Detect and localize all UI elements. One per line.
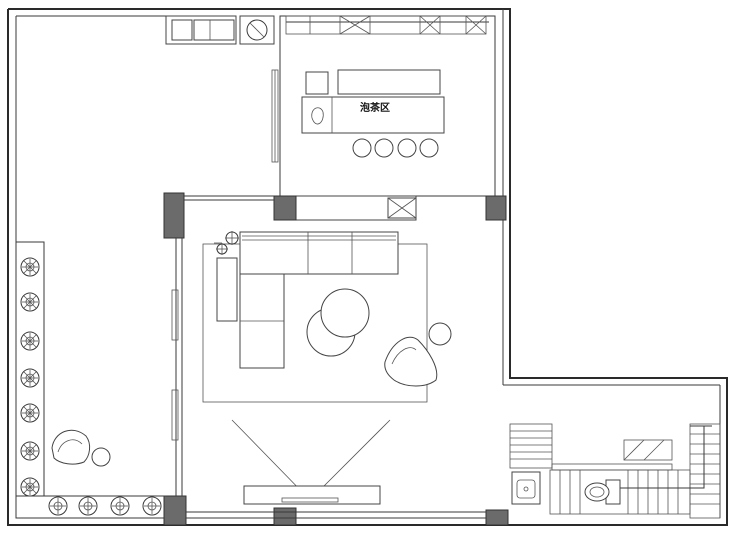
l-shaped-sofa <box>216 231 399 369</box>
potted-plant-icon <box>48 496 68 516</box>
bathroom <box>509 423 721 519</box>
side-table <box>428 322 452 346</box>
potted-plant-icon <box>20 441 40 461</box>
potted-plant-icon <box>20 292 40 312</box>
potted-plant-icon <box>20 368 40 388</box>
tv-cabinet <box>243 485 381 505</box>
potted-plant-icon <box>20 331 40 351</box>
window-strip <box>285 15 487 35</box>
lounge-chair <box>384 336 438 387</box>
structural-columns <box>163 192 509 526</box>
tea-area-label: 泡茶区 <box>360 101 390 114</box>
plants <box>20 257 162 516</box>
sink-icon <box>511 471 541 505</box>
terrace <box>15 241 166 516</box>
potted-plant-icon <box>142 496 162 516</box>
potted-plant-icon <box>78 496 98 516</box>
living-room <box>171 195 486 519</box>
potted-plant-icon <box>20 257 40 277</box>
tea-room: 泡茶区 <box>271 15 496 221</box>
tea-table <box>301 96 445 134</box>
kitchen-counter <box>165 15 275 45</box>
toilet-icon <box>584 479 621 505</box>
armchair-icon <box>51 429 91 465</box>
potted-plant-icon <box>20 403 40 423</box>
potted-plant-icon <box>20 477 40 497</box>
stool <box>374 138 394 158</box>
stool <box>419 138 439 158</box>
potted-plant-icon <box>110 496 130 516</box>
side-table <box>91 447 111 467</box>
stool <box>352 138 372 158</box>
stool <box>397 138 417 158</box>
coffee-table <box>320 288 370 338</box>
